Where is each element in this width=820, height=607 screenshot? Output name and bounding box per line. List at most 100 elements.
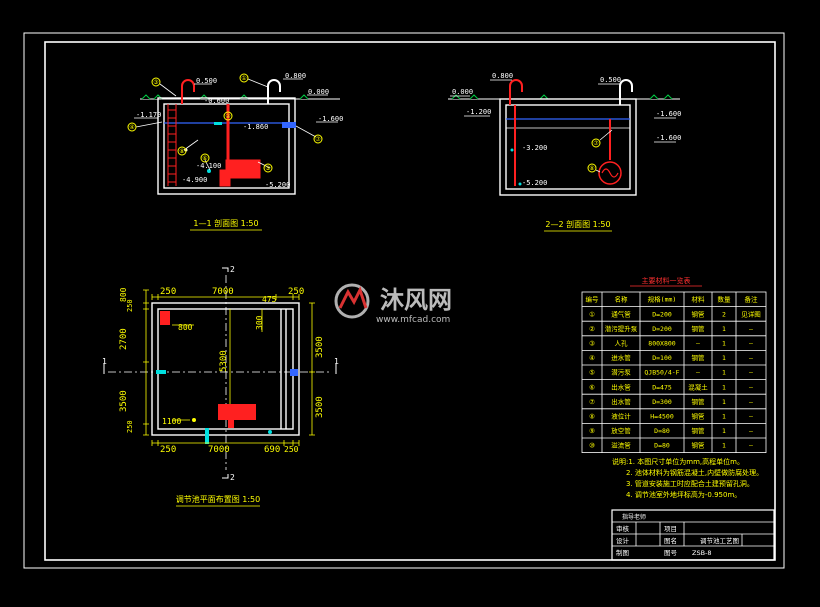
table-cell: —	[749, 398, 753, 406]
table-cell: 800X800	[648, 340, 675, 348]
table-cell: 1	[722, 427, 726, 435]
table-cell: 钢管	[692, 441, 706, 450]
elev-s1-10: -5.200	[265, 181, 290, 189]
table-cell: ②	[589, 325, 595, 333]
table-cell: 放空管	[611, 426, 631, 435]
table-header-cell: 规格(mm)	[648, 295, 677, 304]
callouts-s1: ③ ① ④ ⑦ ⑧ ⑥ ⑤ ②	[127, 73, 323, 173]
tb-r2-c2: 图号	[664, 549, 678, 557]
table-cell: 2	[722, 310, 726, 318]
plan-dim-right-0: 3500	[315, 336, 325, 358]
section-1-1: 0.500 0.800 -0.600 0.000 -1.170 -1.860 -…	[127, 72, 343, 231]
table-cell: —	[749, 369, 753, 377]
tb-r0-c0: 审核	[616, 524, 630, 533]
note-2: 3. 管道安装施工时应配合土建预留孔洞。	[626, 479, 754, 488]
plan-dim-top-1: 7000	[212, 287, 234, 297]
table-cell: —	[749, 427, 753, 435]
table-cell: 1	[722, 413, 726, 421]
plan-marker-bottom: 2	[230, 473, 235, 482]
table-header-cell: 名称	[615, 295, 629, 304]
table-header-cell: 数量	[718, 295, 732, 304]
drawing-frame	[23, 32, 785, 569]
elev-s2-3: 0.000	[452, 88, 473, 96]
pump-motor-icon	[598, 161, 622, 185]
plan-title: 调节池平面布置图 1:50	[176, 494, 261, 504]
elev-s1-7: -1.600	[318, 115, 343, 123]
table-cell: D=100	[652, 354, 672, 362]
tb-r0-c2: 项目	[664, 525, 677, 533]
elev-s1-9: -4.900	[182, 176, 207, 184]
table-cell: 潜污提升泵	[605, 324, 638, 333]
table-cell: —	[749, 354, 753, 362]
table-cell: 1	[722, 325, 726, 333]
table-cell: —	[696, 340, 700, 348]
vent-pipe-right	[267, 79, 281, 104]
table-cell: ⑧	[589, 413, 595, 421]
elev-s1-6: -1.860	[243, 123, 268, 131]
table-cell: ④	[589, 354, 595, 362]
elev-s2-5: -1.600	[656, 110, 681, 118]
table-cell: 钢管	[692, 397, 706, 406]
tb-r2-c0: 制图	[616, 548, 629, 557]
plan-dim-inner-2: 5300	[219, 350, 229, 372]
table-cell: 出水管	[611, 382, 631, 391]
table-cell: 人孔	[615, 340, 629, 348]
table-cell: 溢流管	[611, 441, 631, 450]
plan-dim-left-4: 250	[126, 420, 134, 433]
table-cell: ⑩	[589, 442, 595, 450]
table-cell: 钢管	[692, 412, 706, 421]
plan-pump-icon	[218, 404, 256, 428]
elev-s2-6: -1.600	[656, 134, 681, 142]
plan-dim-top-3: 250	[288, 287, 304, 297]
plan-marker-top: 2	[230, 265, 235, 274]
table-cell: 通气管	[611, 309, 631, 318]
svg-text:⑥: ⑥	[202, 155, 207, 162]
watermark: 沐风网 www.mfcad.com	[334, 283, 452, 325]
outer-frame	[23, 32, 785, 569]
table-cell: ③	[589, 340, 595, 348]
watermark-brand: 沐风网	[380, 286, 452, 314]
table-cell: D=300	[652, 398, 672, 406]
table-cell: 钢管	[692, 426, 706, 435]
leader-lines-s1	[134, 78, 338, 189]
tb-footer: 指导老师	[622, 513, 646, 521]
table-cell: ⑤	[589, 369, 595, 377]
table-cell: —	[696, 369, 700, 377]
equipment-table-grid	[581, 291, 767, 454]
vent-pipe-s2-right	[619, 79, 633, 105]
table-header-cell: 编号	[586, 295, 600, 304]
note-0: 说明:1. 本图尺寸单位为mm,高程单位m。	[612, 457, 744, 466]
elev-s1-8: -4.100	[196, 162, 221, 170]
manhole-icon	[160, 311, 170, 325]
elev-s1-1: 0.500	[196, 77, 217, 85]
plan-dim-bottom-1: 7000	[208, 445, 230, 455]
table-cell: QJB50/4-F	[644, 369, 679, 377]
elev-s1-5: -1.170	[136, 111, 161, 119]
elev-s1-3: -0.600	[204, 97, 229, 105]
table-cell: —	[749, 442, 753, 450]
table-cell: 1	[722, 383, 726, 391]
mfcad-logo-icon	[334, 283, 370, 319]
elev-s2-7: -3.200	[522, 144, 547, 152]
table-cell: 1	[722, 354, 726, 362]
plan-marker-left: 1	[102, 357, 107, 366]
access-ladder	[167, 104, 177, 186]
table-cell: —	[749, 383, 753, 391]
elev-s2-8: -5.200	[522, 179, 547, 187]
table-header-cell: 材料	[692, 295, 706, 304]
plan-dim-top-2: 475	[262, 295, 277, 304]
table-cell: 潜污泵	[611, 368, 631, 377]
table-cell: 出水管	[611, 397, 631, 406]
notes: 说明:1. 本图尺寸单位为mm,高程单位m。 2. 池体材料为钢筋混凝土,内壁做…	[612, 457, 763, 499]
table-cell: D=200	[652, 325, 672, 333]
inner-frame	[44, 41, 776, 561]
title-block: 审核 项目 设计 图名 调节池工艺图 制图 图号 ZSB-8 指导老师	[611, 509, 775, 561]
section-2-2: 0.800 0.500 0.000 -1.200 -1.600 -1.600 -…	[448, 72, 681, 232]
table-cell: D=475	[652, 383, 672, 391]
plan-dim-top-0: 250	[160, 287, 176, 297]
plan-dim-inner-3: 1100	[162, 417, 181, 426]
table-cell: 1	[722, 340, 726, 348]
table-cell: ⑥	[589, 383, 595, 391]
